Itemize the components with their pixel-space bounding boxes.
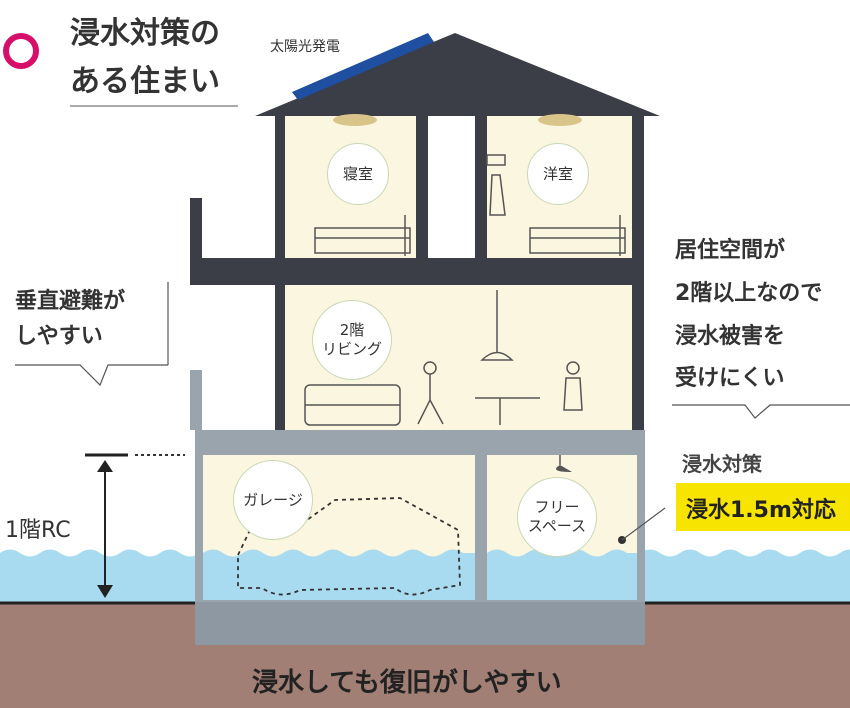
car-outline [237,497,461,596]
room-free-space: フリー スペース [517,477,597,557]
flood-highlight-text: 浸水1.5m対応 [686,498,836,523]
solar-label: 太陽光発電 [270,39,340,55]
flood-label: 浸水対策 [682,452,762,476]
left-callout-line2: しやすい [15,324,103,349]
floor-label: 1階RC [5,518,71,543]
right-callout-line3: 浸水被害を [675,324,786,349]
bottom-caption: 浸水しても復旧がしやすい [252,668,562,698]
roof [255,33,660,116]
heading-line1: 浸水対策の [70,16,220,51]
room-garage: ガレージ [233,460,313,540]
room-living: 2階 リビング [312,300,392,380]
foundation [195,600,645,645]
right-callout-line2: 2階以上なので [675,281,823,306]
right-callout-line1: 居住空間が [675,238,786,263]
flood-highlight-box [676,483,850,531]
flood-water [0,549,200,603]
heading-line2: ある住まい [70,64,220,99]
solar-panel [292,33,434,100]
room-bedroom: 寝室 [327,143,389,205]
accent-circle [3,33,39,69]
right-callout-line4: 受けにくい [675,366,785,391]
room-western: 洋室 [527,143,589,205]
left-callout-line1: 垂直避難が [15,289,126,314]
